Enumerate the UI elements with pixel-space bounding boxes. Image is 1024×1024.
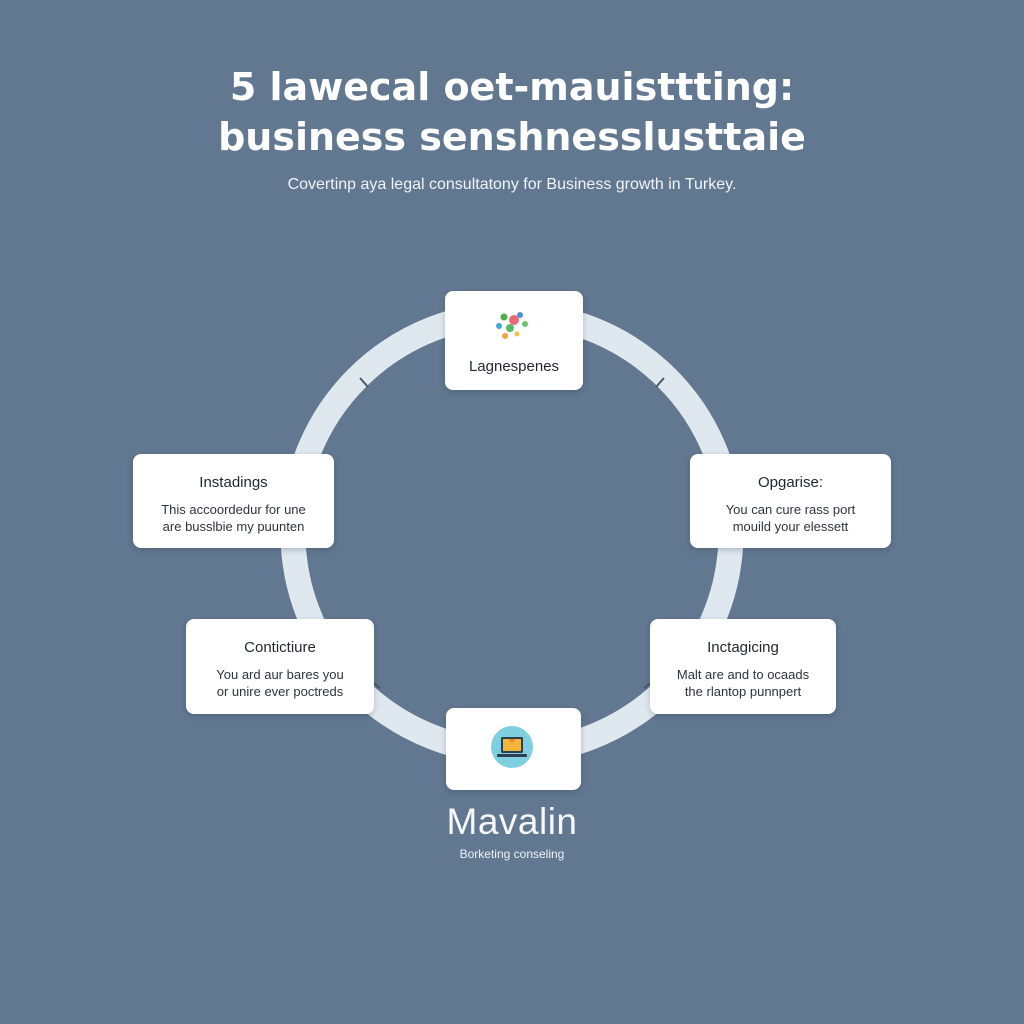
ring-tick-upper-left — [359, 377, 369, 388]
node-card-lower-right: Inctagicing Malt are and to ocaads the r… — [650, 619, 836, 714]
ring-tick-lower-left — [372, 682, 381, 689]
node-title: Opgarise: — [757, 474, 824, 491]
node-description-line: mouild your elessett — [732, 519, 849, 534]
node-description: You can cure rass port mouild your eless… — [690, 501, 891, 535]
node-description-line: This accoordedur for une — [161, 502, 306, 517]
node-description: This accoordedur for une are busslbie my… — [133, 501, 334, 535]
diagram-subtitle: Covertinp aya legal consultatony for Bus… — [287, 176, 737, 193]
node-description-line: You ard aur bares you — [216, 667, 344, 682]
diagram-title: 5 lawecal oet-mauisttting: business sens… — [0, 62, 1024, 162]
colorful-dots-icon — [496, 312, 528, 339]
node-description: You ard aur bares you or unire ever poct… — [186, 666, 374, 700]
node-description-line: or unire ever poctreds — [216, 684, 344, 699]
node-description-line: the rlantop punnpert — [684, 684, 802, 699]
brand-block: Mavalin Borketing conseling — [412, 797, 612, 861]
node-card-top: Lagnespenes — [445, 291, 583, 390]
node-title: Lagnespenes — [468, 358, 560, 375]
node-card-bottom — [446, 708, 581, 790]
brand-name: Mavalin — [446, 801, 578, 842]
node-description-line: Malt are and to ocaads — [676, 667, 810, 682]
node-title: Contictiure — [244, 639, 316, 656]
title-line-2: business senshnesslusttaie — [218, 115, 806, 159]
node-description: Malt are and to ocaads the rlantop punnp… — [650, 666, 836, 700]
node-card-right: Opgarise: You can cure rass port mouild … — [690, 454, 891, 548]
ring-tick-upper-right — [655, 377, 665, 388]
node-card-lower-left: Contictiure You ard aur bares you or uni… — [186, 619, 374, 714]
node-title: Inctagicing — [707, 639, 779, 656]
node-description-line: You can cure rass port — [725, 502, 856, 517]
laptop-icon — [491, 726, 533, 768]
node-title: Instadings — [199, 474, 268, 491]
brand-tagline: Borketing conseling — [459, 847, 565, 861]
ring-tick-lower-right — [643, 682, 652, 689]
node-description-line: are busslbie my puunten — [162, 519, 305, 534]
title-line-1: 5 lawecal oet-mauisttting: — [229, 65, 795, 109]
node-card-left: Instadings This accoordedur for une are … — [133, 454, 334, 548]
